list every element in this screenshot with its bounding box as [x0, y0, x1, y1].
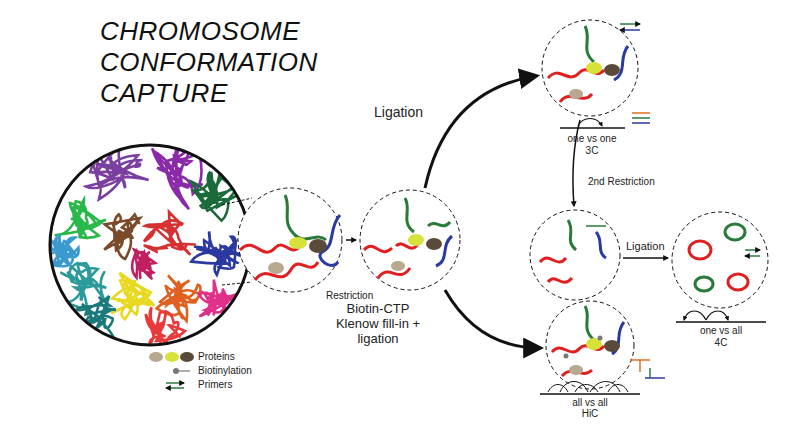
second-restriction-view	[530, 210, 620, 300]
chromatin-fibre	[132, 250, 155, 279]
chromatin-fibre	[199, 280, 237, 317]
step-label: 2nd Restriction	[588, 176, 655, 188]
step-label: Biotin-CTP Klenow fill-in + ligation	[326, 302, 430, 347]
step-label: one vs one	[552, 133, 632, 145]
legend-samples	[149, 352, 194, 388]
flow-arrow	[573, 120, 580, 206]
4c-view	[672, 212, 768, 322]
chromatin-fibre	[144, 212, 195, 255]
step-label: one vs all	[681, 325, 761, 337]
step-label: 4C	[701, 337, 741, 349]
flow-arrow	[445, 290, 540, 348]
step-label: all vs all	[550, 397, 630, 409]
nucleus-outline	[50, 145, 250, 345]
3c-view	[542, 20, 650, 128]
legend-text: Primers	[198, 379, 232, 391]
restricted-view	[360, 190, 460, 290]
chromatin-fibre	[191, 232, 245, 276]
flow-arrow	[623, 257, 668, 259]
legend-text: Proteins	[198, 351, 235, 363]
zoom-line	[222, 198, 252, 205]
hic-view	[540, 301, 665, 394]
step-label: HiC	[570, 408, 610, 420]
step-label: Restriction	[326, 290, 373, 302]
step-label: Ligation	[626, 240, 665, 253]
step-label: Ligation	[374, 104, 423, 120]
chromosome-territories	[46, 139, 245, 350]
zoom-line	[222, 282, 252, 285]
crosslinked-view	[238, 188, 342, 292]
chromatin-fibre	[111, 273, 154, 319]
chromatin-fibre	[55, 200, 106, 239]
legend-text: Biotinylation	[198, 365, 252, 377]
flow-arrow	[425, 76, 536, 188]
step-label: 3C	[572, 145, 612, 157]
chromatin-fibre	[157, 275, 201, 321]
chromatin-fibre	[191, 171, 240, 221]
diagram-title: CHROMOSOME CONFORMATION CAPTURE	[100, 16, 330, 110]
